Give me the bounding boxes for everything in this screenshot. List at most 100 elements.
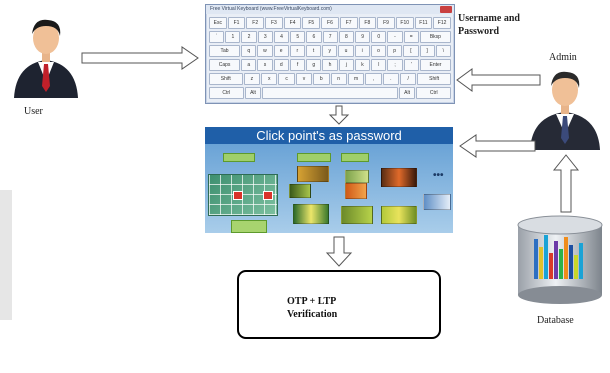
keyboard-key[interactable]: F9 (377, 17, 395, 29)
thumbnail-image[interactable] (423, 194, 451, 210)
keyboard-key[interactable]: ; (387, 59, 403, 71)
credentials-label: Username and Password (458, 12, 520, 38)
keyboard-key[interactable]: , (365, 73, 382, 85)
keyboard-key[interactable]: F3 (265, 17, 283, 29)
click-points-images[interactable]: ••• (205, 144, 453, 233)
keyboard-key[interactable]: 5 (290, 31, 306, 43)
keyboard-key[interactable]: F1 (227, 17, 246, 29)
keyboard-key[interactable]: Ctrl (209, 87, 244, 99)
arrow-user-to-login (81, 46, 199, 70)
thumbnail-image[interactable] (341, 206, 373, 224)
keyboard-key[interactable]: k (354, 59, 371, 71)
arrow-admin-to-login (456, 68, 541, 92)
submit-button[interactable] (231, 220, 267, 233)
keyboard-key[interactable]: v (295, 73, 313, 85)
keyboard-key[interactable]: b (313, 73, 330, 85)
more-dots: ••• (433, 170, 444, 181)
keyboard-key[interactable]: Alt (398, 87, 416, 99)
keyboard-key[interactable]: g (306, 59, 322, 71)
keyboard-key[interactable]: 6 (306, 31, 322, 43)
keyboard-key[interactable]: 3 (257, 31, 273, 43)
keyboard-title: Free Virtual Keyboard (www.FreeVirtualKe… (206, 5, 454, 14)
thumbnail-image[interactable] (297, 166, 329, 182)
keyboard-key[interactable]: = (403, 31, 419, 43)
click-point-marker[interactable] (263, 191, 273, 200)
click-points-panel: Click point's as password ••• (205, 127, 453, 233)
image-tag (341, 153, 369, 162)
keyboard-key[interactable]: F8 (358, 17, 377, 29)
keyboard-key[interactable]: 4 (273, 31, 290, 43)
arrow-login-to-clickpoints (328, 105, 350, 125)
admin-person-icon (530, 71, 600, 150)
keyboard-key[interactable]: Shift (209, 73, 243, 85)
keyboard-key[interactable]: Shift (417, 73, 451, 85)
keyboard-key[interactable]: f (289, 59, 306, 71)
keyboard-key[interactable]: m (347, 73, 365, 85)
keyboard-key[interactable]: c (278, 73, 295, 85)
keyboard-key[interactable]: / (400, 73, 417, 85)
user-person-icon (14, 19, 78, 98)
keyboard-key[interactable]: p (387, 45, 403, 57)
keyboard-key[interactable]: h (322, 59, 338, 71)
keyboard-key[interactable]: Tab (209, 45, 241, 57)
keyboard-key[interactable]: l (371, 59, 387, 71)
thumbnail-image[interactable] (345, 183, 367, 199)
keyboard-key[interactable]: F2 (246, 17, 265, 29)
keyboard-key[interactable]: o (370, 45, 387, 57)
keyboard-key[interactable]: 2 (241, 31, 257, 43)
keyboard-key[interactable]: 7 (322, 31, 338, 43)
key-space[interactable] (262, 87, 398, 99)
keyboard-key[interactable]: x (261, 73, 278, 85)
keyboard-key[interactable]: \ (435, 45, 451, 57)
thumbnail-image[interactable] (381, 206, 417, 224)
click-point-marker[interactable] (233, 191, 243, 200)
keyboard-key[interactable]: 9 (354, 31, 371, 43)
keyboard-key[interactable]: e (273, 45, 289, 57)
keyboard-key[interactable]: [ (403, 45, 419, 57)
keyboard-key[interactable]: ] (419, 45, 435, 57)
keyboard-key[interactable]: F11 (414, 17, 433, 29)
keyboard-key[interactable]: u (338, 45, 354, 57)
keyboard-key[interactable]: ' (403, 59, 419, 71)
keyboard-key[interactable]: q (241, 45, 257, 57)
keyboard-key[interactable]: w (257, 45, 273, 57)
keyboard-key[interactable]: 1 (225, 31, 241, 43)
keyboard-key[interactable]: F5 (302, 17, 321, 29)
keyboard-key[interactable]: y (322, 45, 338, 57)
keyboard-key[interactable]: F4 (283, 17, 302, 29)
keyboard-key[interactable]: i (354, 45, 370, 57)
thumbnail-image[interactable] (381, 168, 417, 187)
keyboard-key[interactable]: d (273, 59, 289, 71)
database-icon (517, 215, 603, 304)
keyboard-key[interactable]: Alt (244, 87, 262, 99)
close-icon[interactable] (440, 6, 452, 13)
keyboard-key[interactable]: - (387, 31, 403, 43)
keyboard-key[interactable]: 8 (338, 31, 354, 43)
keyboard-key[interactable]: s (257, 59, 273, 71)
keyboard-key[interactable]: F7 (339, 17, 358, 29)
keyboard-key[interactable]: a (241, 59, 257, 71)
keyboard-key[interactable]: Bksp (419, 31, 451, 43)
virtual-keyboard-window[interactable]: Free Virtual Keyboard (www.FreeVirtualKe… (205, 4, 455, 104)
thumbnail-image[interactable] (345, 170, 369, 183)
keyboard-key[interactable]: z (243, 73, 260, 85)
credentials-line-1: Username and (458, 13, 520, 24)
keyboard-key[interactable]: F10 (395, 17, 414, 29)
keyboard-key[interactable]: 0 (371, 31, 387, 43)
keyboard-key[interactable]: j (338, 59, 354, 71)
keyboard-key[interactable]: . (382, 73, 399, 85)
keyboard-key[interactable]: n (330, 73, 347, 85)
keyboard-key[interactable]: Ctrl (416, 87, 452, 99)
image-tag (223, 153, 255, 162)
keyboard-key[interactable]: r (289, 45, 305, 57)
keyboard-key[interactable]: Esc (209, 17, 227, 29)
keyboard-key[interactable]: F6 (321, 17, 339, 29)
keyboard-key[interactable]: Caps (209, 59, 241, 71)
keyboard-key[interactable]: t (305, 45, 322, 57)
thumbnail-image[interactable] (289, 184, 311, 198)
keyboard-key[interactable]: Enter (419, 59, 452, 71)
thumbnail-image[interactable] (293, 204, 329, 224)
keyboard-key[interactable]: F12 (433, 17, 451, 29)
keyboard-key[interactable]: ` (209, 31, 225, 43)
